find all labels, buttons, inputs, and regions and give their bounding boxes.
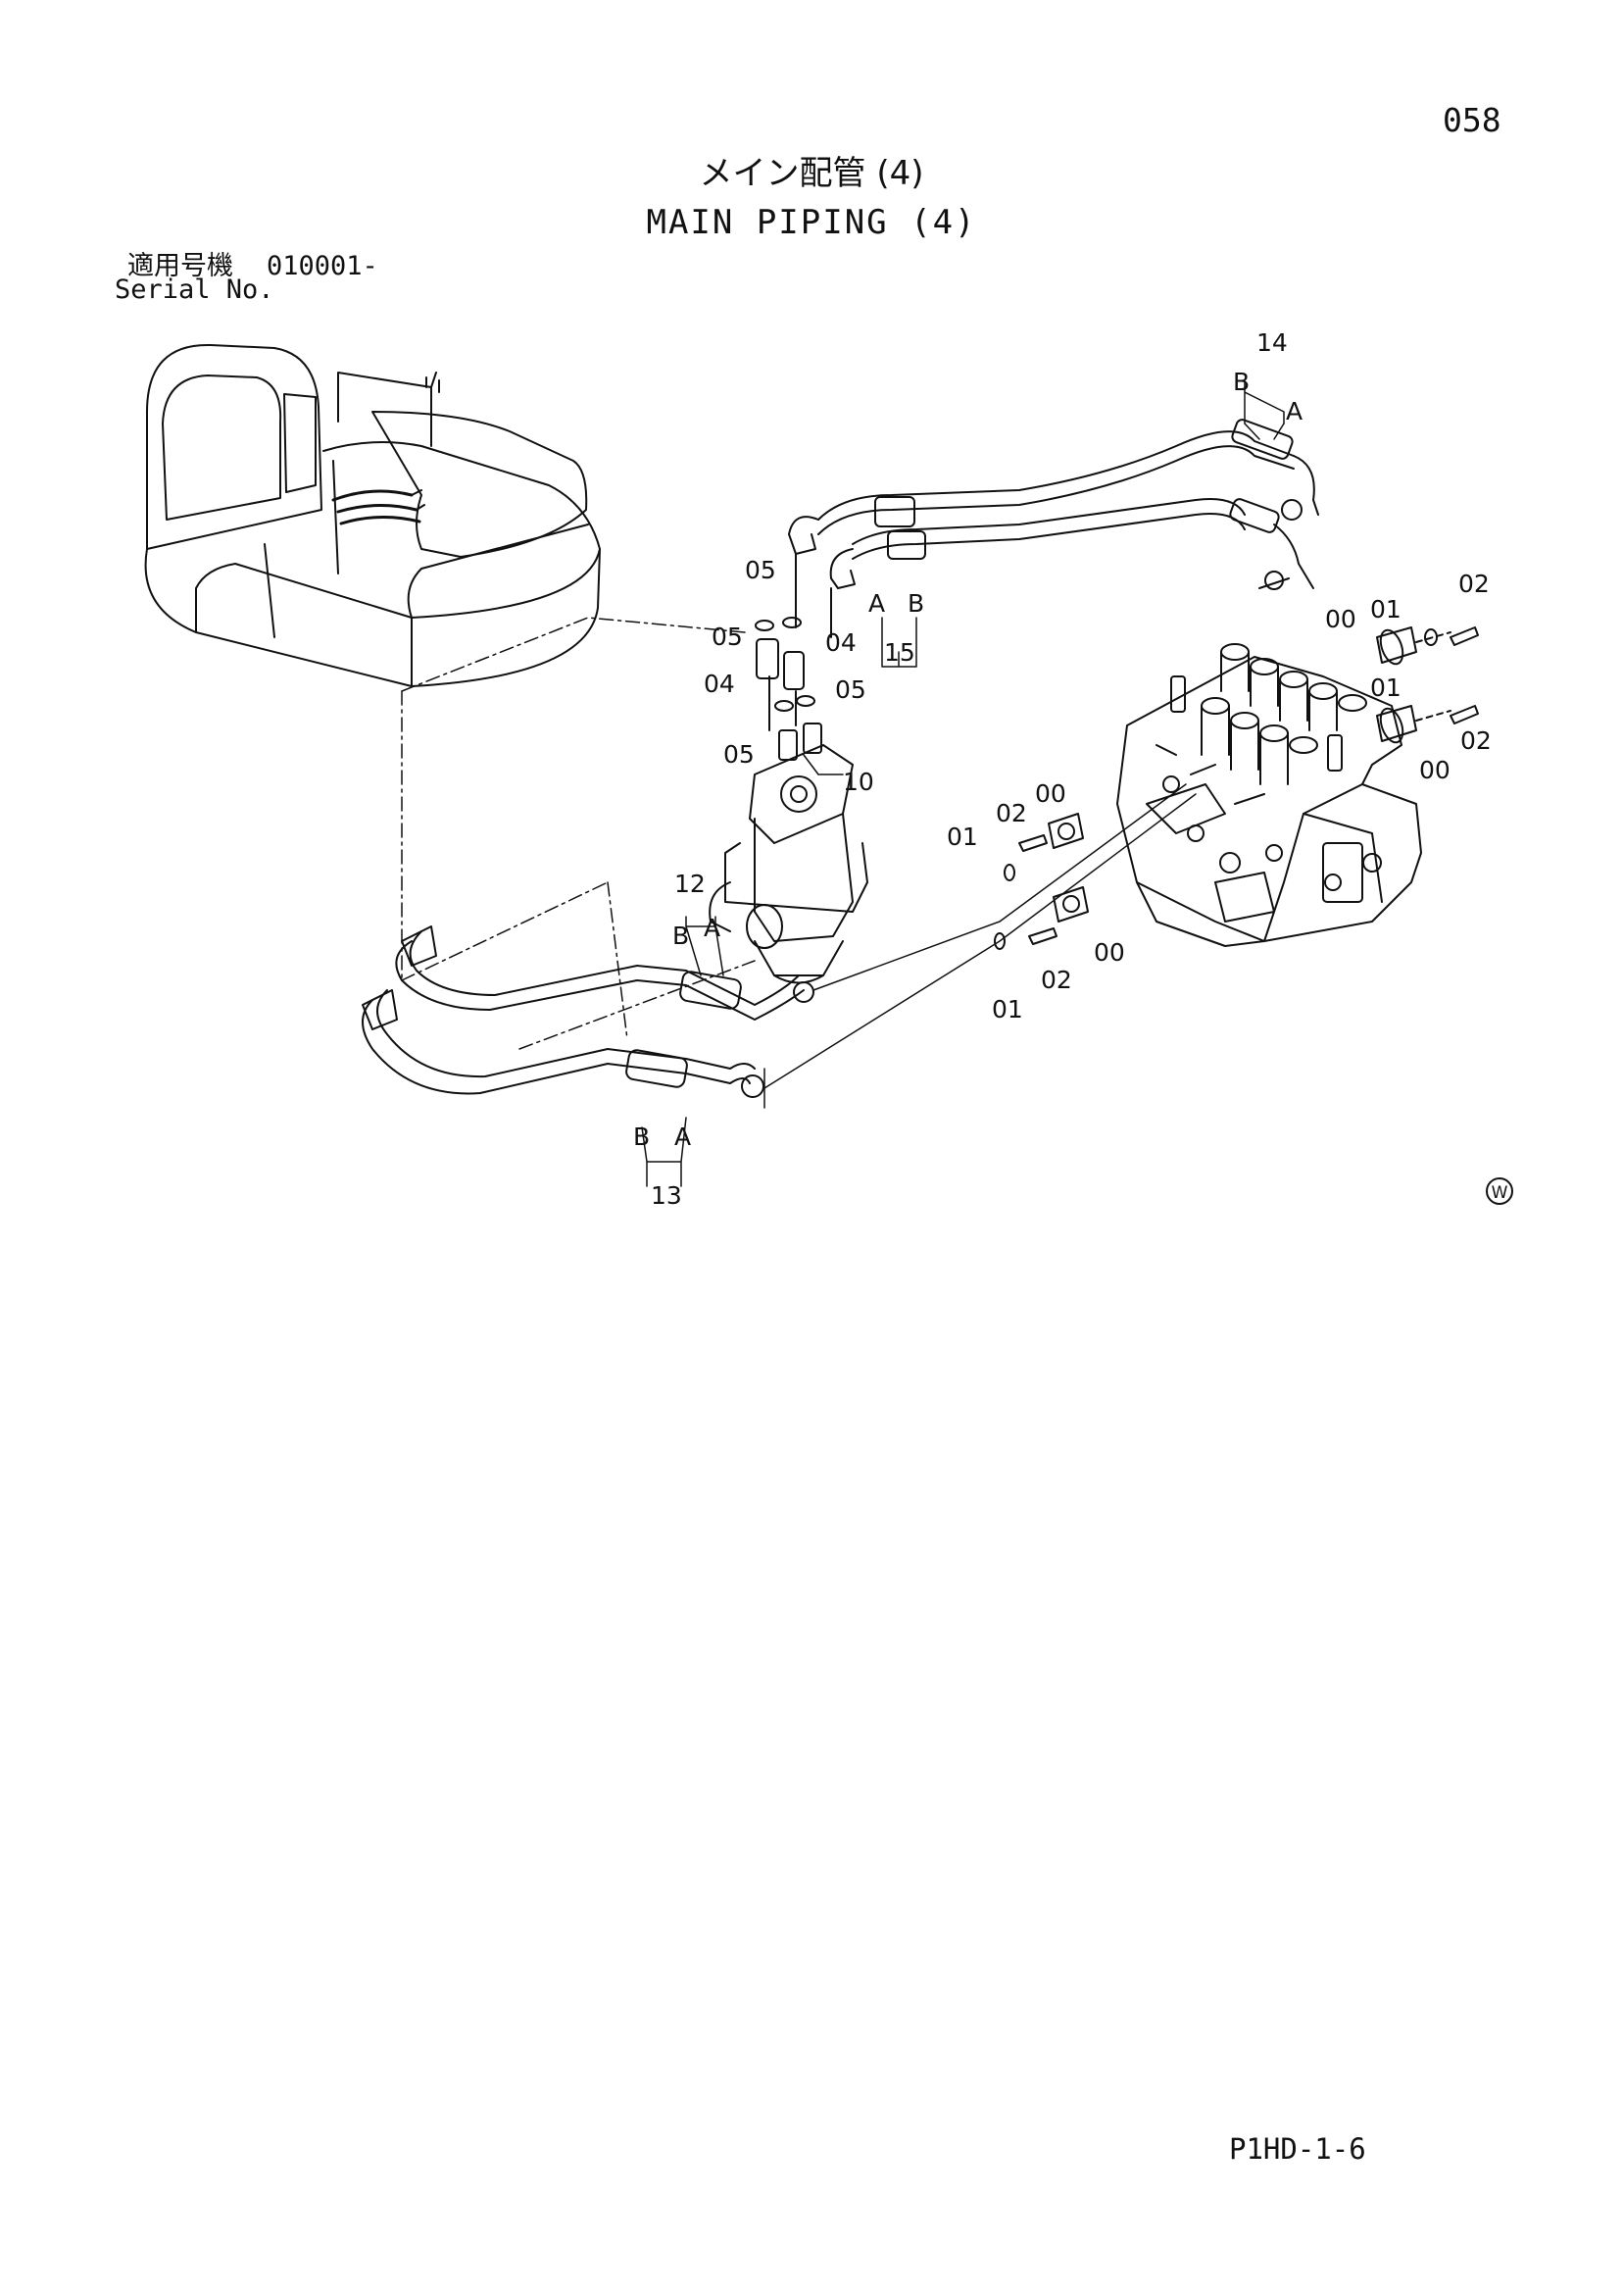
callout-14-a: A (1286, 397, 1303, 425)
hose-12 (395, 925, 814, 1021)
callout-01-1: 01 (1370, 595, 1402, 624)
title-english: MAIN PIPING (4) (646, 203, 977, 242)
callout-02-3: 02 (996, 799, 1027, 827)
callout-15-b: B (908, 589, 924, 618)
excavator-overview (144, 343, 601, 687)
page-number: 058 (1443, 101, 1501, 139)
callout-04-2: 04 (704, 670, 735, 698)
callout-14-b: B (1233, 368, 1250, 396)
callout-15: 15 (884, 638, 915, 667)
callout-02-1: 02 (1458, 570, 1490, 598)
callout-00-4: 00 (1094, 938, 1125, 967)
callout-brackets (641, 379, 1285, 1187)
hose-13 (362, 989, 764, 1098)
callout-01-2: 01 (1370, 674, 1402, 702)
hose-15-ends (788, 496, 926, 589)
callout-10: 10 (843, 768, 874, 796)
serial-number-value: 010001- (267, 251, 378, 281)
callout-12-a: A (704, 914, 720, 942)
serial-label-japanese: 適用号機 (127, 251, 233, 281)
w-circle-mark: W (1486, 1177, 1513, 1205)
serial-label-english: Serial No. (115, 275, 274, 305)
callout-00-2: 00 (1419, 756, 1451, 784)
callout-12-b: B (672, 922, 689, 950)
document-code: P1HD-1-6 (1229, 2132, 1366, 2166)
callout-13: 13 (651, 1181, 682, 1210)
callout-labels: 14 B A A B 15 12 B A B A 13 05 05 05 05 … (633, 328, 1492, 1210)
callout-14: 14 (1256, 328, 1288, 357)
callout-02-4: 02 (1041, 966, 1072, 994)
callout-15-a: A (868, 589, 885, 618)
callout-01-4: 01 (992, 995, 1023, 1023)
callout-00-1: 00 (1325, 605, 1356, 633)
callout-05-2: 05 (712, 623, 743, 651)
callout-05-3: 05 (835, 675, 866, 704)
callout-05-4: 05 (723, 740, 755, 769)
overview-leader-lines (401, 617, 756, 1050)
callout-01-3: 01 (947, 823, 978, 851)
callout-12: 12 (674, 870, 706, 898)
callout-05-1: 05 (745, 556, 776, 584)
callout-00-3: 00 (1035, 779, 1066, 808)
callout-02-2: 02 (1460, 726, 1492, 755)
callout-13-b: B (633, 1123, 650, 1151)
center-joint (709, 638, 868, 984)
title-japanese: メイン配管 (4) (699, 154, 924, 193)
callout-04-1: 04 (825, 628, 857, 657)
o-rings-05 (755, 553, 832, 731)
hose-14 (817, 419, 1319, 590)
control-valve (1116, 643, 1422, 947)
flanges-and-bolts (994, 626, 1479, 950)
callout-13-a: A (674, 1123, 691, 1151)
